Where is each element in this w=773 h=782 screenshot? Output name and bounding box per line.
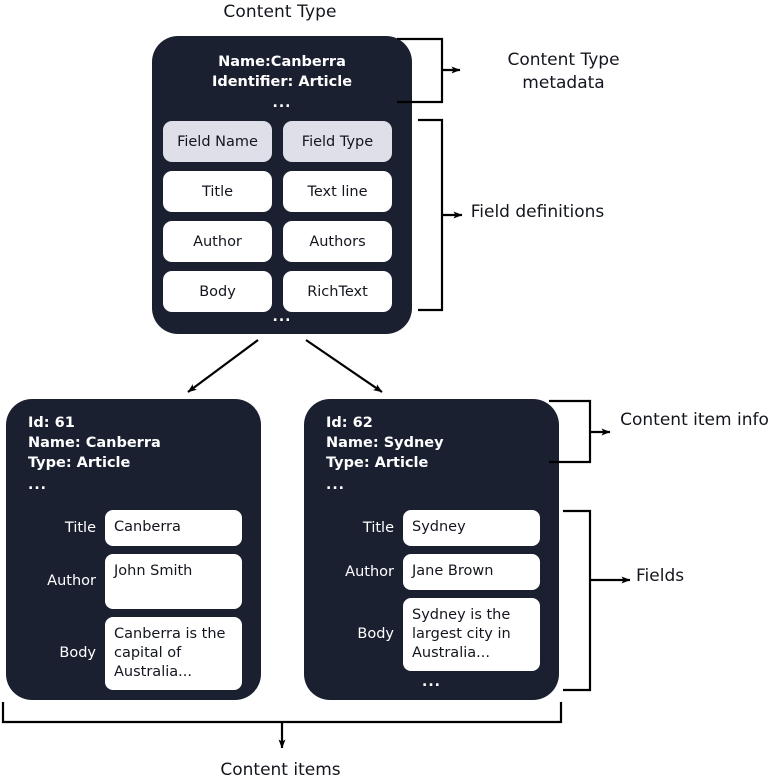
content-item-fields: Title Canberra Author John Smith Body Ca… [6, 510, 261, 698]
content-item-info-ellipsis: ... [28, 477, 47, 493]
field-row-body: Body Canberra is the capital of Australi… [6, 617, 261, 690]
content-type-caption: Content Type [223, 2, 337, 22]
field-type-cell: RichText [283, 271, 392, 312]
content-type-name: Name:Canberra [218, 54, 346, 70]
field-label: Author [47, 573, 96, 589]
content-item-card: Id: 61 Name: Canberra Type: Article ... … [6, 399, 261, 700]
field-value: Jane Brown [403, 554, 540, 590]
bracket-field-definitions [418, 118, 444, 312]
content-item-fields: Title Sydney Author Jane Brown Body Sydn… [304, 510, 559, 679]
column-header-field-name: Field Name [163, 121, 272, 162]
content-item-info-ellipsis: ... [326, 477, 345, 493]
field-table-row: Body RichText [163, 271, 401, 312]
arrow-to-content-item-1 [305, 339, 383, 393]
annotation-content-type-metadata: Content Type metadata [507, 50, 620, 93]
field-label: Title [64, 520, 96, 536]
arrow-to-content-item-0 [187, 339, 259, 393]
annotation-content-item-info: Content item info [620, 410, 769, 430]
bracket-content-items [1, 702, 563, 724]
field-name-cell: Author [163, 221, 272, 262]
field-label: Author [345, 564, 394, 580]
field-definitions-table: Field Name Field Type Title Text line Au… [163, 121, 401, 321]
content-type-card: Name:Canberra Identifier: Article ... Fi… [152, 36, 412, 334]
field-type-cell: Authors [283, 221, 392, 262]
field-name-cell: Title [163, 171, 272, 212]
field-row-title: Title Sydney [304, 510, 559, 546]
content-items-caption: Content items [220, 760, 341, 780]
content-item-fields-ellipsis: ... [124, 674, 143, 690]
content-type-metadata-ellipsis: ... [272, 95, 292, 111]
field-row-title: Title Canberra [6, 510, 261, 546]
content-item-info-block: Id: 62 Name: Sydney Type: Article [326, 413, 444, 473]
field-row-body: Body Sydney is the largest city in Austr… [304, 598, 559, 671]
content-type-metadata-block: Name:Canberra Identifier: Article [152, 52, 412, 92]
field-row-author: Author Jane Brown [304, 554, 559, 590]
content-item-info-block: Id: 61 Name: Canberra Type: Article [28, 413, 161, 473]
bracket-fields [563, 509, 592, 692]
field-type-cell: Text line [283, 171, 392, 212]
field-table-header-row: Field Name Field Type [163, 121, 401, 162]
content-item-type: Type: Article [28, 455, 131, 471]
content-item-card: Id: 62 Name: Sydney Type: Article ... Ti… [304, 399, 559, 700]
field-table-row: Author Authors [163, 221, 401, 262]
content-item-id: Id: 62 [326, 415, 373, 431]
field-value: Sydney is the largest city in Australia.… [403, 598, 540, 671]
content-item-name: Name: Sydney [326, 435, 444, 451]
field-name-cell: Body [163, 271, 272, 312]
field-definitions-ellipsis: ... [272, 309, 292, 325]
column-header-field-type: Field Type [283, 121, 392, 162]
field-value: Sydney [403, 510, 540, 546]
field-label: Body [357, 626, 394, 642]
annotation-field-definitions: Field definitions [470, 202, 605, 222]
annotation-fields: Fields [636, 566, 685, 586]
content-item-name: Name: Canberra [28, 435, 161, 451]
content-item-fields-ellipsis: ... [422, 674, 441, 690]
field-value: John Smith [105, 554, 242, 609]
field-row-author: Author John Smith [6, 554, 261, 609]
content-item-type: Type: Article [326, 455, 429, 471]
content-type-identifier: Identifier: Article [211, 74, 353, 90]
field-value: Canberra is the capital of Australia... [105, 617, 242, 690]
content-item-id: Id: 61 [28, 415, 75, 431]
field-value: Canberra [105, 510, 242, 546]
field-table-row: Title Text line [163, 171, 401, 212]
field-label: Body [59, 645, 96, 661]
field-label: Title [362, 520, 394, 536]
